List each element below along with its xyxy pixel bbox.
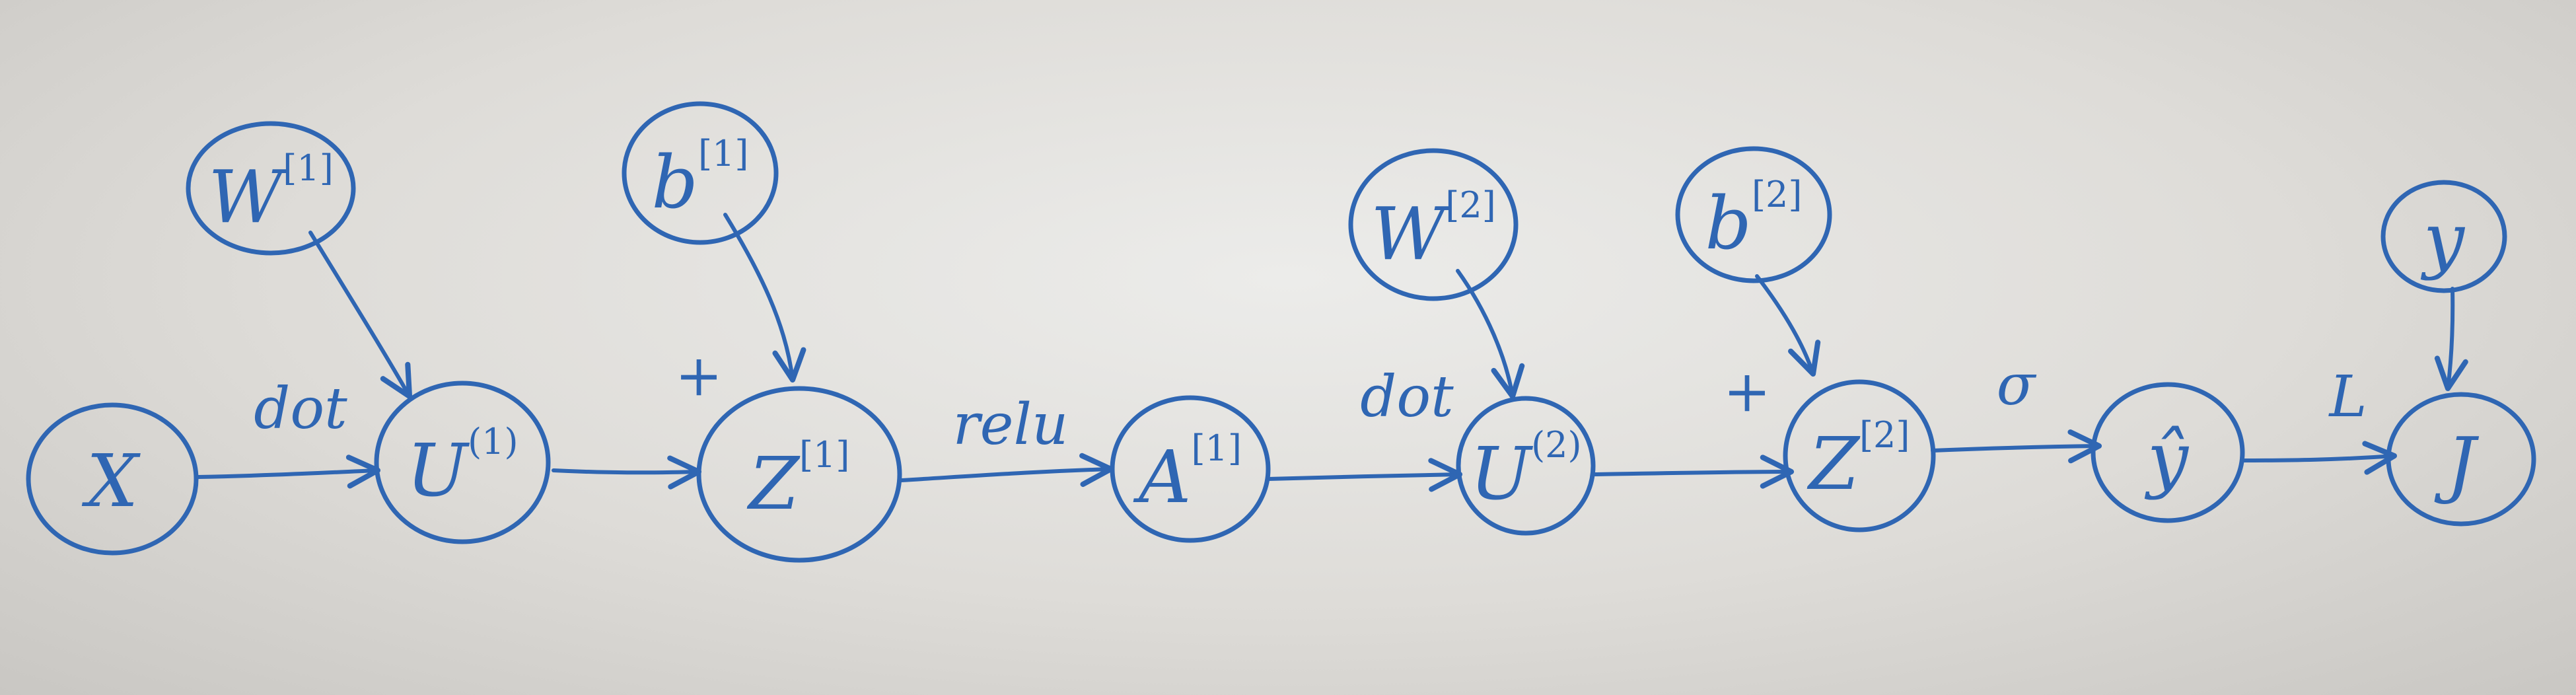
node-z2: Z[2]	[1783, 379, 1936, 532]
node-y-circle	[2380, 180, 2507, 293]
op-relu: relu	[953, 392, 1069, 458]
node-w1: W[1]	[186, 121, 356, 256]
node-w2: W[2]	[1348, 148, 1519, 301]
svg-text:Z[1]: Z[1]	[747, 434, 850, 527]
svg-text:J: J	[2434, 421, 2480, 506]
node-w1-circle	[186, 121, 356, 256]
edges	[196, 213, 2468, 492]
node-w2-sup: [2]	[1445, 184, 1496, 226]
node-x-label: X	[81, 439, 141, 523]
operation-labels: dot + relu dot + σ L	[254, 343, 2367, 458]
node-u2: U(2)	[1456, 396, 1596, 536]
edge-w2-to-u2	[1456, 269, 1525, 400]
op-sigma: σ	[1997, 352, 2037, 418]
node-j: J	[2386, 392, 2536, 527]
svg-text:ŷ: ŷ	[2144, 416, 2190, 501]
node-u1: U(1)	[374, 381, 551, 544]
edge-a1-to-u2	[1266, 458, 1463, 492]
node-z1-circle	[696, 386, 902, 563]
node-a1-label: A	[1133, 435, 1191, 519]
node-a1-circle	[1110, 395, 1271, 543]
node-z1: Z[1]	[696, 386, 902, 563]
node-u2-label: U	[1470, 431, 1533, 516]
node-y-label: y	[2420, 197, 2466, 281]
node-b2-label: b	[1705, 181, 1752, 266]
edge-yhat-to-j	[2240, 441, 2398, 475]
node-u2-sup: (2)	[1531, 424, 1582, 466]
edge-w1-to-u1	[308, 231, 413, 400]
node-u1-label: U	[406, 428, 470, 513]
node-z2-label: Z	[1807, 421, 1861, 506]
svg-text:W[1]: W[1]	[208, 147, 334, 240]
op-dot-1: dot	[254, 376, 347, 442]
svg-text:b[1]: b[1]	[652, 133, 749, 225]
edge-u2-to-z2	[1591, 455, 1795, 489]
edge-x-to-u1	[196, 455, 381, 489]
node-u2-circle	[1456, 396, 1596, 536]
node-b2: b[2]	[1675, 146, 1832, 283]
node-j-label: J	[2434, 421, 2480, 506]
svg-text:b[2]: b[2]	[1705, 174, 1803, 266]
svg-text:X: X	[81, 439, 141, 523]
node-b2-sup: [2]	[1752, 174, 1803, 215]
node-b1-label: b	[652, 140, 698, 225]
node-j-circle	[2386, 392, 2536, 527]
node-b1-circle	[622, 101, 779, 245]
edge-z1-to-a1	[900, 453, 1114, 488]
op-plus-2: +	[1723, 359, 1771, 425]
node-z2-circle	[1783, 379, 1936, 532]
edge-b2-to-z2	[1755, 274, 1821, 377]
node-yhat-circle	[2091, 382, 2245, 523]
node-a1-sup: [1]	[1191, 427, 1242, 469]
node-w2-label: W	[1371, 192, 1450, 276]
svg-text:U(2): U(2)	[1470, 424, 1581, 517]
node-b1: b[1]	[622, 101, 779, 245]
node-b1-sup: [1]	[698, 133, 749, 174]
node-x: X	[26, 402, 199, 556]
node-b2-circle	[1675, 146, 1832, 283]
node-w1-label: W	[208, 155, 288, 239]
edge-y-to-j	[2434, 287, 2468, 392]
svg-text:W[2]: W[2]	[1371, 184, 1496, 277]
node-x-circle	[26, 402, 199, 556]
op-loss: L	[2328, 364, 2367, 430]
svg-text:A[1]: A[1]	[1133, 427, 1242, 520]
op-plus-1: +	[675, 343, 723, 409]
node-w2-circle	[1348, 148, 1519, 301]
svg-text:y: y	[2420, 197, 2466, 281]
node-u1-circle	[374, 381, 551, 544]
edge-u1-to-z1	[552, 455, 702, 490]
node-yhat: ŷ	[2091, 382, 2245, 523]
node-z1-label: Z	[747, 441, 801, 526]
edge-z2-to-yhat	[1931, 429, 2102, 464]
node-y: y	[2380, 180, 2507, 293]
node-yhat-label: ŷ	[2144, 416, 2190, 501]
op-dot-2: dot	[1360, 364, 1454, 430]
svg-text:Z[2]: Z[2]	[1807, 414, 1910, 507]
edge-b1-to-z1	[723, 213, 806, 383]
svg-text:U(1): U(1)	[406, 421, 518, 513]
node-z2-sup: [2]	[1859, 414, 1910, 456]
node-w1-sup: [1]	[283, 147, 334, 189]
node-a1: A[1]	[1110, 395, 1271, 543]
node-u1-sup: (1)	[468, 421, 519, 462]
node-z1-sup: [1]	[799, 434, 850, 476]
